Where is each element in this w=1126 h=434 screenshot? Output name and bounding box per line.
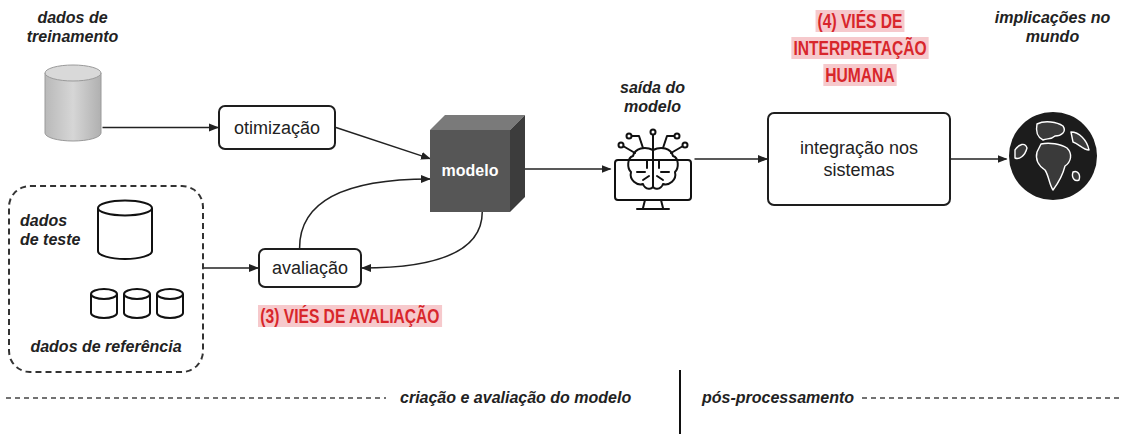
icon-holder: [611, 126, 695, 212]
box-label: integração nos sistemas: [769, 137, 949, 181]
model-output: saída do modelo: [590, 78, 715, 212]
data-caption: dados de teste: [20, 211, 88, 249]
process-box: otimização: [218, 105, 336, 150]
ai-computer-icon: [611, 126, 695, 212]
data-caption: dados de referência: [12, 337, 200, 356]
data-group: dados de teste dados de referência: [8, 185, 204, 373]
icon-holder: [43, 63, 103, 143]
dashed-rule: [6, 397, 386, 398]
process-box: avaliação: [258, 248, 362, 288]
flow-arrow: [951, 158, 1007, 160]
model-node: modelo: [430, 115, 525, 212]
data-node: dados de teste: [20, 195, 154, 265]
icon-holder: [88, 287, 186, 321]
bias-callout: (3) VIÉS DE AVALIAÇÃO: [258, 305, 442, 327]
flow-arrow: [103, 127, 219, 129]
process-box: integração nos sistemas: [767, 112, 951, 206]
globe-icon: [1007, 110, 1099, 202]
icon-holder: [1007, 110, 1099, 202]
divider-line: [679, 370, 681, 434]
flow-arrow: [204, 267, 258, 269]
data-caption: dados de treinamento: [20, 8, 125, 46]
flow-arrow: [695, 158, 768, 160]
database-cylinder: [43, 63, 103, 143]
phase-label-holder: pós-processamento: [700, 388, 856, 407]
training-data: dados de treinamento: [15, 8, 130, 143]
database-cylinders: [88, 287, 186, 321]
cube-face: modelo: [430, 130, 510, 212]
box-label: otimização: [234, 117, 320, 139]
bias-callout-holder: (3) VIÉS DE AVALIAÇÃO: [258, 303, 453, 330]
phase-label: criação e avaliação do modelo: [400, 389, 631, 406]
data-caption: saída do modelo: [595, 78, 710, 116]
phase-label: pós-processamento: [702, 389, 854, 406]
dashed-rule: [862, 397, 1120, 398]
model-label: modelo: [442, 162, 499, 180]
box-label: avaliação: [272, 257, 348, 279]
database-cylinder: [96, 199, 154, 261]
flow-arrow: [362, 212, 482, 268]
flow-arrow: [525, 168, 611, 170]
bias-callout-holder: (4) VIÉS DE INTERPRETAÇÃO HUMANA: [755, 8, 966, 89]
data-caption: implicações no mundo: [990, 8, 1115, 46]
flow-arrow: [300, 179, 430, 248]
world-implications: implicações no mundo: [985, 8, 1120, 202]
icon-holder: [96, 199, 154, 261]
flow-arrow: [336, 128, 430, 159]
bias-callout: (4) VIÉS DE INTERPRETAÇÃO HUMANA: [791, 10, 929, 86]
data-node: dados de referência: [12, 285, 200, 361]
phase-label-holder: criação e avaliação do modelo: [398, 388, 633, 407]
